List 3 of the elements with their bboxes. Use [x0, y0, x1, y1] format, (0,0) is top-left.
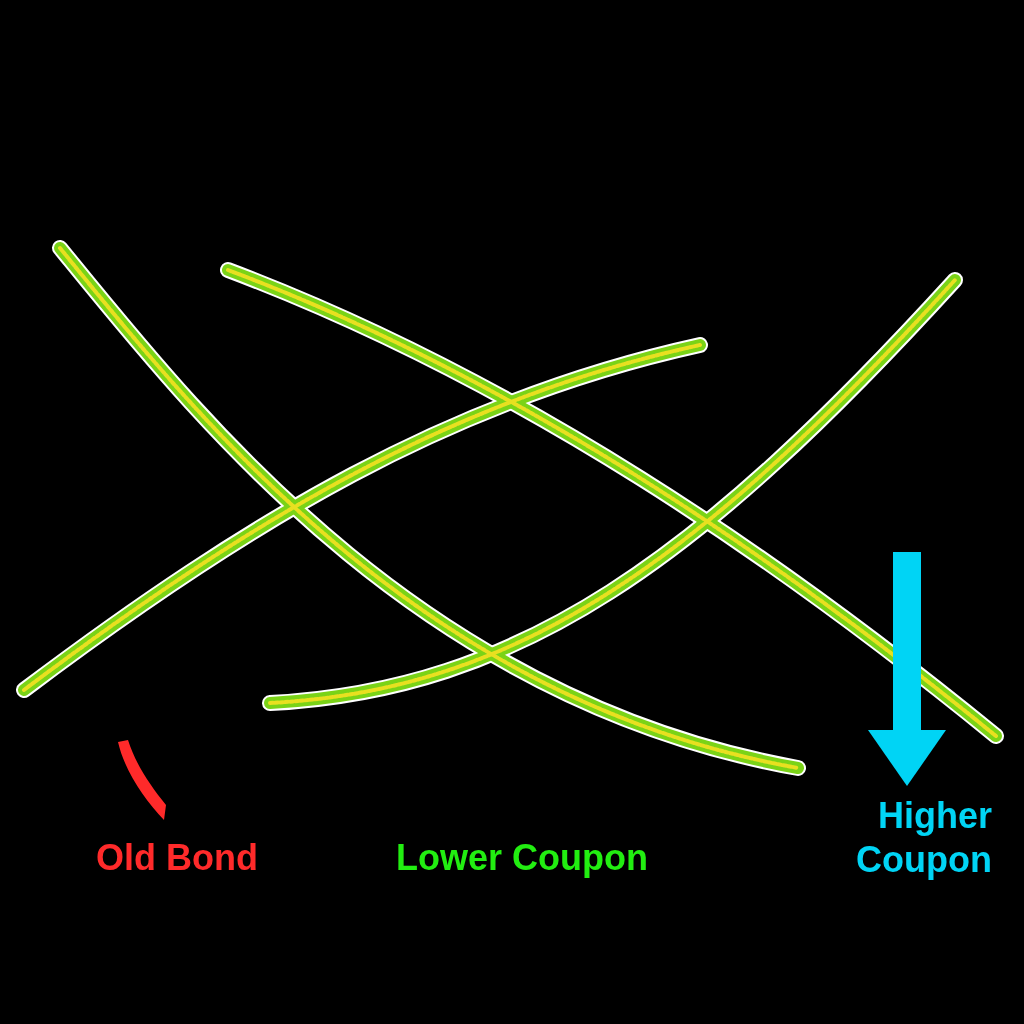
label: Higher Coupon — [855, 794, 992, 882]
label: Lower Coupon — [396, 836, 649, 880]
label: Old Bond — [96, 836, 259, 880]
